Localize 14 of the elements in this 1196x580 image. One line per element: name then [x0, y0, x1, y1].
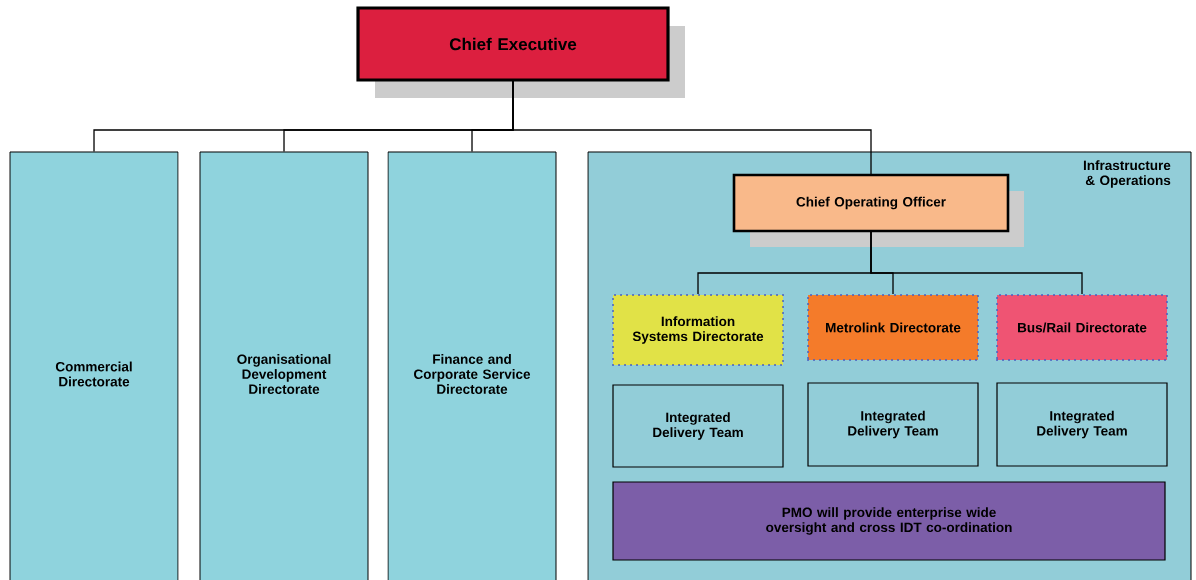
team-box: Integrated Delivery Team [612, 384, 784, 468]
directorate-box: Bus/Rail Directorate [996, 294, 1168, 361]
directorate-box: Information Systems Directorate [612, 294, 784, 366]
directorate-box: Finance and Corporate Service Directorate [387, 151, 557, 580]
oversight-box: PMO will provide enterprise wide oversight and cross IDT co-ordination [612, 481, 1166, 561]
executive-box: Chief Executive [356, 6, 685, 98]
connector-line [512, 79, 872, 176]
directorate-box: Commercial Directorate [9, 151, 179, 580]
officer-box: Chief Operating Officer [732, 173, 1024, 247]
directorate-box: Metrolink Directorate [807, 294, 979, 361]
connector-line [870, 230, 1083, 295]
team-box: Integrated Delivery Team [996, 382, 1168, 467]
directorate-box: Organisational Development Directorate [199, 151, 369, 580]
team-box: Integrated Delivery Team [807, 382, 979, 467]
